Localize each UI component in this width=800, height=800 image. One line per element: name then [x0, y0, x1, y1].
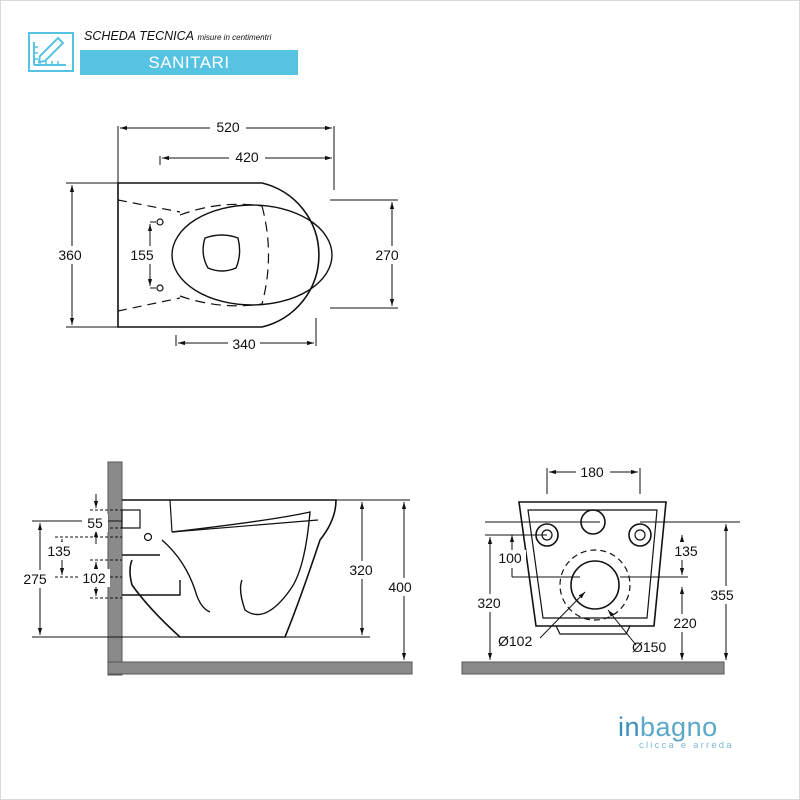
side-view-trap [161, 511, 311, 616]
dim-floor-to-bolts: 320 [477, 595, 501, 611]
side-view-fixing-hole [143, 532, 153, 542]
top-view-fixing-hole [156, 284, 164, 292]
top-view-bowl-dashed [179, 203, 270, 307]
rear-view-base [555, 625, 631, 635]
sheet-title-units: misure in centimentri [197, 33, 272, 42]
rear-view-outlet [570, 560, 620, 610]
rear-view [461, 501, 725, 675]
top-view-outline [117, 182, 320, 328]
dim-fixing-holes-spacing: 155 [130, 247, 154, 263]
brand-wordmark: inbagno [618, 712, 734, 743]
side-view [107, 461, 413, 676]
side-view-inlet [121, 509, 141, 529]
top-view-drain [202, 234, 241, 272]
top-view-bowl [171, 204, 333, 306]
brand-logo: inbagno clicca e arreda [618, 712, 734, 751]
side-view-wall [107, 461, 123, 676]
dim-overall-width: 360 [58, 247, 82, 263]
rear-view-outlet-dashed [559, 549, 631, 621]
dim-floor-to-top: 355 [710, 587, 734, 603]
dim-rim-height: 320 [349, 562, 373, 578]
rear-view-body [518, 501, 667, 627]
brand-tagline: clicca e arreda [639, 740, 734, 751]
dim-overall-length: 520 [216, 119, 240, 135]
top-view [117, 182, 333, 328]
top-view-rim-dashed [117, 199, 181, 312]
brand-wordmark-prefix: in [618, 712, 641, 742]
side-view-seat-line [169, 499, 319, 533]
dim-outlet-diameter: Ø150 [632, 639, 666, 655]
brand-wordmark-rest: bagno [640, 712, 718, 742]
side-view-outlet [122, 554, 181, 596]
dim-bolt-spacing: 180 [580, 464, 604, 480]
dim-inlet-offset: 55 [87, 515, 103, 531]
dim-outlet-drop: 135 [674, 543, 698, 559]
sheet-title-main: SCHEDA TECNICA [84, 29, 194, 43]
dim-total-height: 400 [388, 579, 412, 595]
dim-fixing-height: 275 [23, 571, 47, 587]
dim-inlet-to-fixing: 135 [47, 543, 71, 559]
dim-floor-to-outlet: 220 [673, 615, 697, 631]
dim-fixing-depth: 340 [232, 336, 256, 352]
rear-view-inner [527, 509, 658, 619]
dim-outlet-offset: 102 [82, 570, 106, 586]
dim-inlet-drop: 100 [498, 550, 522, 566]
sheet-title: SCHEDA TECNICA misure in centimentri [84, 29, 271, 43]
side-view-floor [107, 661, 413, 675]
dim-rim-width: 270 [375, 247, 399, 263]
top-view-fixing-hole [156, 218, 164, 226]
category-band: SANITARI [80, 50, 298, 75]
ruler-pencil-icon [28, 32, 74, 77]
dim-inlet-diameter: Ø102 [498, 633, 532, 649]
rear-view-floor [461, 661, 725, 675]
side-view-body [122, 499, 337, 638]
rear-view-bolt-right [628, 523, 652, 547]
dim-bowl-length: 420 [235, 149, 259, 165]
